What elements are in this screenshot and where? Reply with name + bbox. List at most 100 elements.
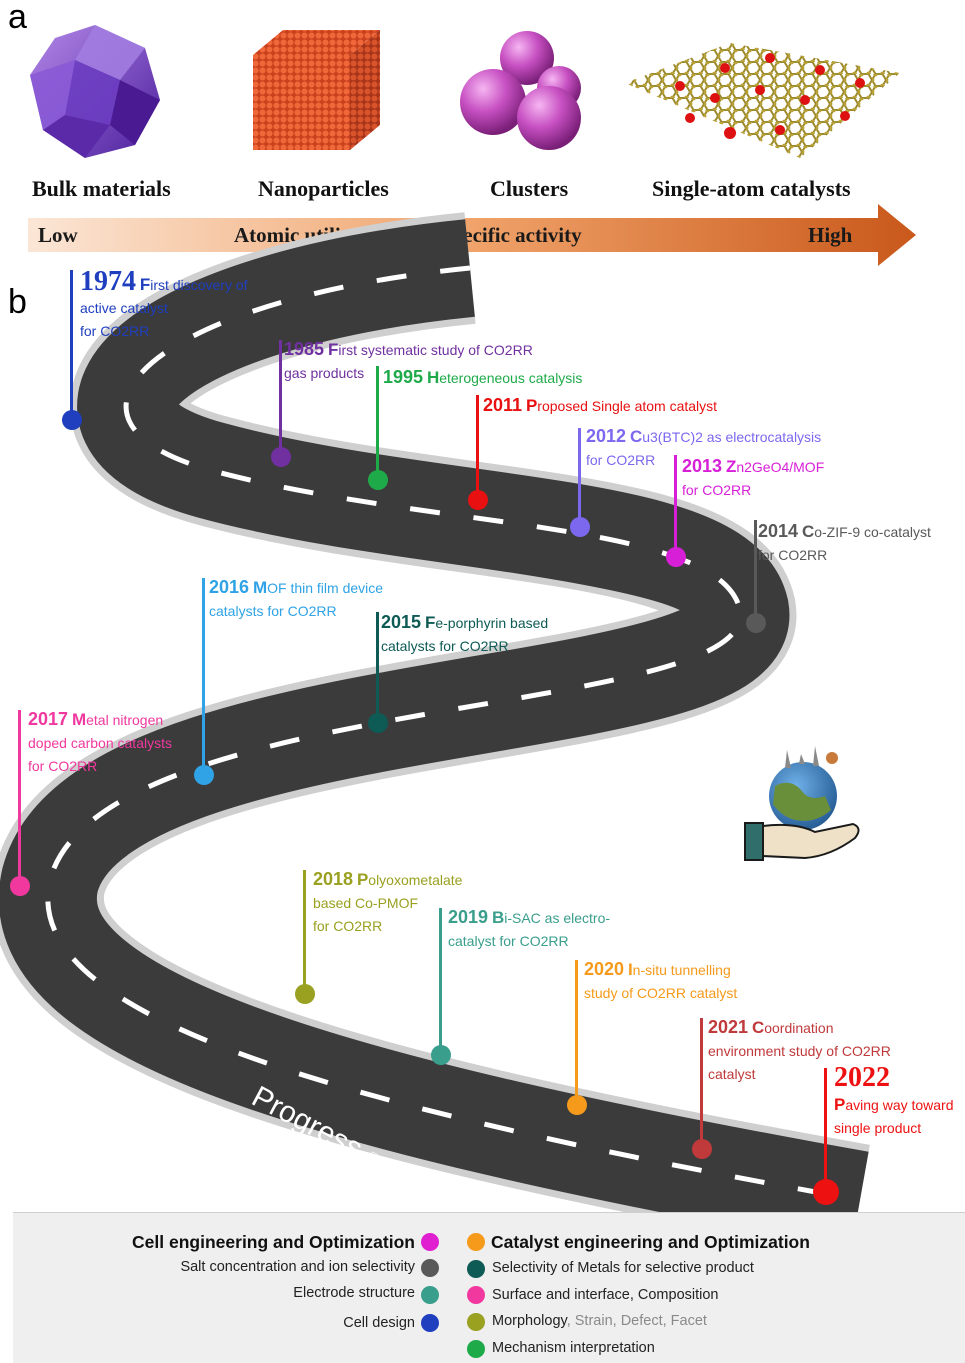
pin-dot-2022[interactable]: [813, 1179, 839, 1205]
legend-left-heading: Cell engineering and Optimization: [132, 1232, 415, 1252]
event-year: 2012: [586, 426, 627, 446]
event-2012: 2012 Cu3(BTC)2 as electrocatalysis for C…: [586, 425, 821, 472]
pointing-hand-icon: ☞: [360, 1142, 396, 1180]
event-year: 2018: [313, 869, 354, 889]
legend-right-heading-dot: [467, 1233, 485, 1251]
event-text-line: etal nitrogen: [86, 712, 164, 728]
cluster-spheres: [460, 31, 581, 150]
material-label-bulk: Bulk materials: [32, 176, 171, 201]
event-1985: 1985 First systematic study of CO2RR gas…: [284, 338, 533, 385]
pin-line-2020: [575, 960, 578, 1104]
event-initial: F: [139, 275, 151, 294]
pin-line-1985: [279, 340, 282, 458]
event-text-line: irst discovery of: [150, 277, 248, 293]
pin-dot-2012[interactable]: [570, 517, 590, 537]
panel-b-letter: b: [8, 283, 27, 321]
material-label-nanoparticles: Nanoparticles: [258, 176, 389, 201]
event-initial: B: [491, 908, 505, 927]
event-text-line: roposed Single atom catalyst: [537, 398, 718, 414]
arrow-low-label: Low: [38, 223, 78, 247]
event-year: 2015: [381, 612, 422, 632]
event-text-line: i-SAC as electro-: [504, 910, 611, 926]
pin-dot-2020[interactable]: [567, 1095, 587, 1115]
legend-right-item: Selectivity of Metals for selective prod…: [492, 1260, 754, 1276]
legend-left-item: Electrode structure: [293, 1285, 415, 1301]
event-year: 2019: [448, 907, 489, 927]
event-1974: 1974 First discovery of active catalyst …: [80, 268, 248, 343]
event-text-line: catalyst: [708, 1066, 756, 1082]
event-2022: 2022 Paving way toward single product: [834, 1064, 954, 1140]
panel-a-letter: a: [8, 0, 27, 36]
pin-dot-2018[interactable]: [295, 984, 315, 1004]
utilization-arrow: [28, 204, 916, 266]
legend-item-extra: , Strain, Defect, Facet: [566, 1313, 707, 1329]
event-initial: M: [252, 578, 268, 597]
pin-line-2018: [303, 870, 306, 992]
pin-line-2022: [824, 1068, 827, 1190]
event-year: 2016: [209, 577, 250, 597]
event-initial: I: [627, 960, 633, 979]
legend-left-item: Cell design: [343, 1315, 415, 1331]
event-2011: 2011 Proposed Single atom catalyst: [483, 394, 717, 418]
arrow-high-label: High: [808, 223, 853, 247]
event-year: 2017: [28, 709, 69, 729]
event-year: 2022: [834, 1062, 890, 1093]
event-text-line: n2GeO4/MOF: [736, 459, 825, 475]
pin-dot-2014[interactable]: [746, 613, 766, 633]
event-initial: M: [71, 710, 87, 729]
pin-dot-1985[interactable]: [271, 447, 291, 467]
event-text-line: u3(BTC)2 as electrocatalysis: [642, 429, 822, 445]
legend-dot: [467, 1313, 485, 1331]
legend-right-heading: Catalyst engineering and Optimization: [491, 1232, 810, 1252]
legend-dot: [467, 1286, 485, 1304]
pin-line-1974: [70, 270, 73, 418]
pin-dot-2019[interactable]: [431, 1045, 451, 1065]
event-year: 2013: [682, 456, 723, 476]
event-text-line: single product: [834, 1120, 922, 1136]
pin-line-2021: [700, 1018, 703, 1148]
event-text-line: for CO2RR: [586, 452, 656, 468]
material-label-clusters: Clusters: [490, 176, 569, 201]
event-year: 1995: [383, 367, 424, 387]
pin-dot-2021[interactable]: [692, 1139, 712, 1159]
event-year: 1974: [80, 266, 136, 297]
event-text-line: for CO2RR: [758, 547, 828, 563]
event-text-line: catalysts for CO2RR: [209, 603, 337, 619]
pin-line-2011: [476, 395, 479, 500]
pin-line-2012: [578, 428, 581, 526]
event-2017: 2017 Metal nitrogen doped carbon catalys…: [28, 708, 172, 778]
pin-line-2016: [202, 578, 205, 774]
event-text-line: for CO2RR: [313, 918, 383, 934]
legend-dot: [467, 1340, 485, 1358]
event-initial: P: [525, 396, 538, 415]
event-year: 2021: [708, 1017, 749, 1037]
legend-dot: [421, 1259, 439, 1277]
event-2018: 2018 Polyoxometalate based Co-PMOF for C…: [313, 868, 462, 938]
pin-dot-2017[interactable]: [10, 876, 30, 896]
event-2013: 2013 Zn2GeO4/MOF for CO2RR: [682, 455, 824, 502]
pin-line-2015: [376, 612, 379, 722]
pin-dot-2015[interactable]: [368, 713, 388, 733]
legend-item-label: Surface and interface: [492, 1287, 630, 1303]
legend-left-heading-dot: [421, 1233, 439, 1251]
pin-dot-2011[interactable]: [468, 490, 488, 510]
pin-line-2019: [439, 908, 442, 1054]
pin-dot-1974[interactable]: [62, 410, 82, 430]
legend-item-extra: , Composition: [629, 1287, 719, 1303]
pin-dot-1995[interactable]: [368, 470, 388, 490]
pin-dot-2013[interactable]: [666, 547, 686, 567]
event-2015: 2015 Fe-porphyrin based catalysts for CO…: [381, 611, 548, 658]
legend-right-item: Morphology, Strain, Defect, Facet: [492, 1313, 707, 1329]
event-text-line: catalyst for CO2RR: [448, 933, 569, 949]
event-2020: 2020 In-situ tunnelling study of CO2RR c…: [584, 958, 737, 1005]
event-text-line: environment study of CO2RR: [708, 1043, 891, 1059]
event-text-line: irst systematic study of CO2RR: [338, 342, 533, 358]
single-atom-catalyst-sheet: [625, 43, 900, 158]
nanoparticle-cube: [253, 30, 380, 150]
event-text-line: e-porphyrin based: [435, 615, 549, 631]
event-initial: C: [629, 427, 643, 446]
legend-dot: [421, 1314, 439, 1332]
pin-dot-2016[interactable]: [194, 765, 214, 785]
event-2021: 2021 Coordination environment study of C…: [708, 1016, 891, 1086]
